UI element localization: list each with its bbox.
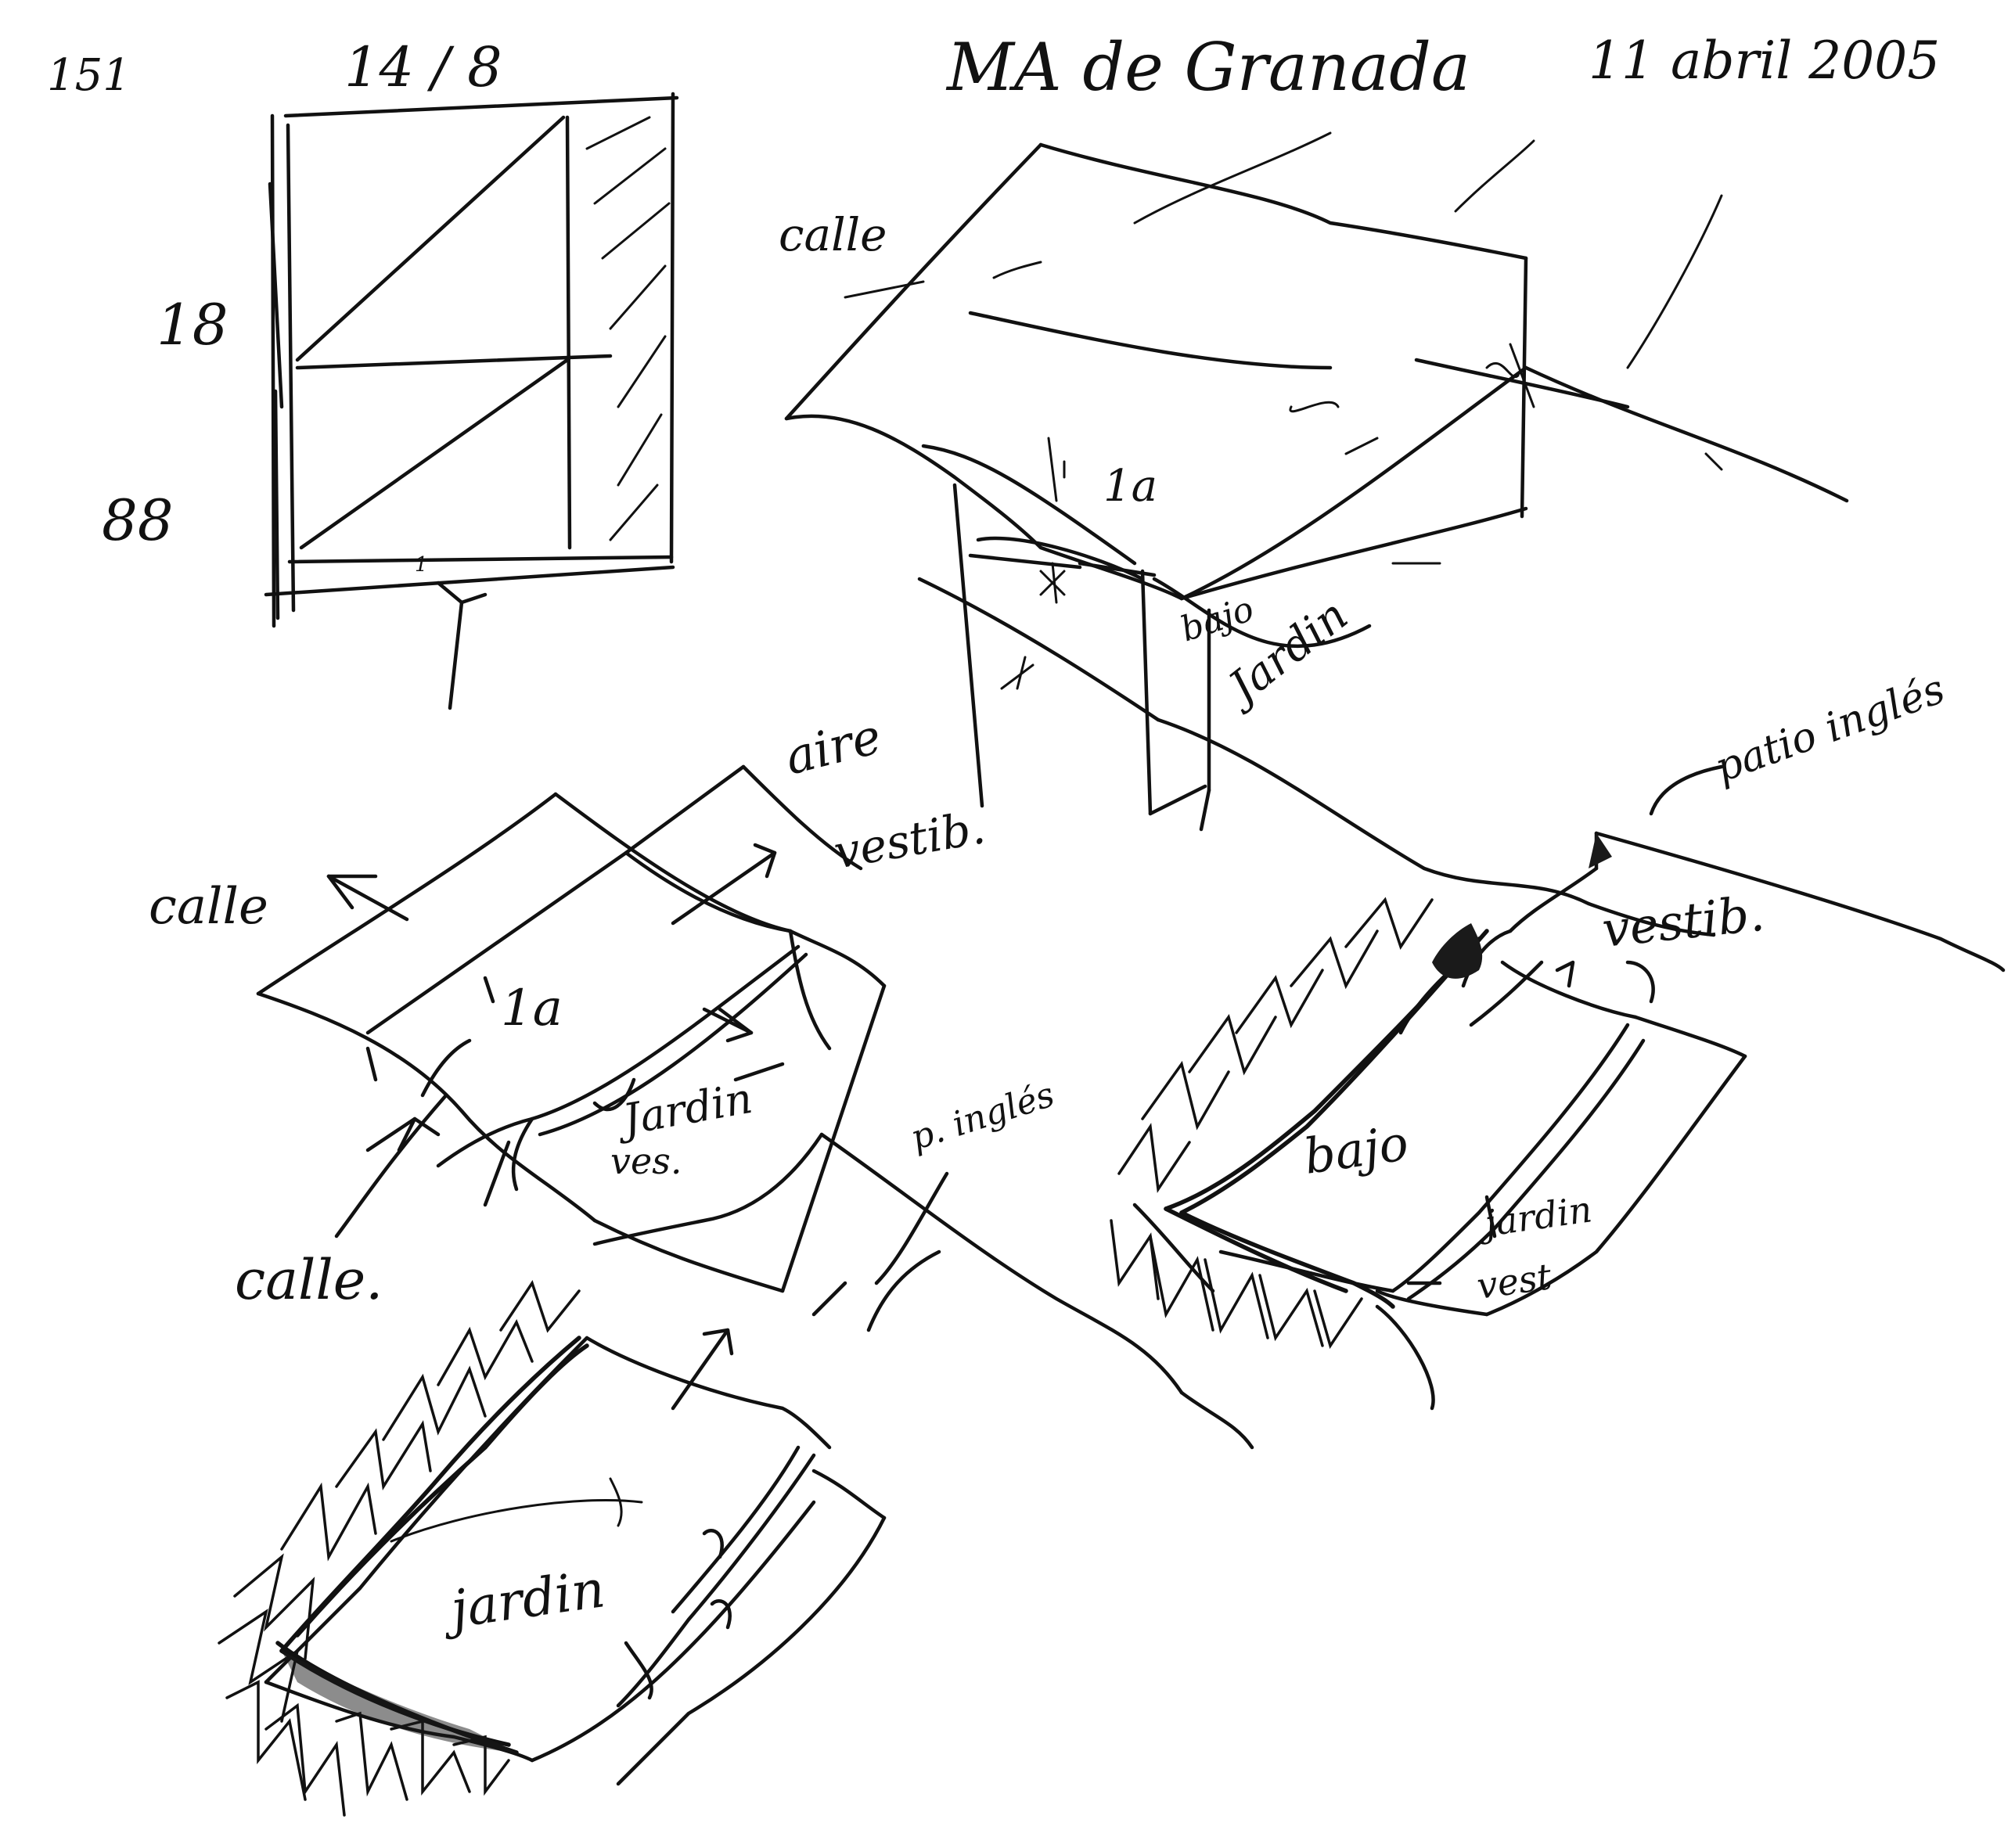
first-floor-label-air: aire <box>779 707 887 786</box>
plan-top-label: 14 / 8 <box>344 35 502 99</box>
plan-left-label-2: 88 <box>102 487 174 553</box>
basement-label-patio: patio inglés <box>1709 666 1951 792</box>
basement-label-vest: vest <box>1474 1255 1554 1307</box>
ground-floor-hatching <box>218 1280 581 1817</box>
first-floor-label-street-top: calle <box>149 878 268 936</box>
basement-label-basement: bajo <box>1301 1114 1412 1185</box>
first-floor-label-street-bottom: calle. <box>235 1248 383 1312</box>
upper-volume-sketch: calle 1a Jardin bajo <box>779 131 1849 937</box>
upper-volume-label-street: calle <box>779 208 887 261</box>
sheet-header: 151 MA de Granada 11 abril 2005 <box>47 29 1940 106</box>
project-title: MA de Granada <box>945 29 1470 106</box>
upper-volume-label-level: 1a <box>1103 461 1157 512</box>
first-floor-label-low: ves. <box>610 1140 682 1182</box>
page-number: 151 <box>47 50 131 101</box>
first-floor-sketch: calle aire vestib. 1a Jardin ves. calle. <box>149 707 989 1312</box>
plan-sketch: 14 / 8 18 88 1 <box>102 35 679 710</box>
first-floor-label-level: 1a <box>501 980 563 1037</box>
basement-label-vestibule: vestib. <box>1599 885 1767 958</box>
basement-sketch: patio inglés vestib. bajo jardin vest <box>1110 666 2006 1411</box>
ground-floor-label-garden: jardin <box>437 1559 609 1641</box>
plan-hatch <box>585 116 671 541</box>
ground-floor-label-english-patio: p. inglés <box>906 1074 1060 1158</box>
sheet-date: 11 abril 2005 <box>1589 31 1940 91</box>
plan-left-label-1: 18 <box>157 292 228 358</box>
basement-hatching <box>1110 897 1434 1350</box>
svg-text:1: 1 <box>415 553 428 577</box>
first-floor-label-vestibule: vestib. <box>830 800 989 879</box>
